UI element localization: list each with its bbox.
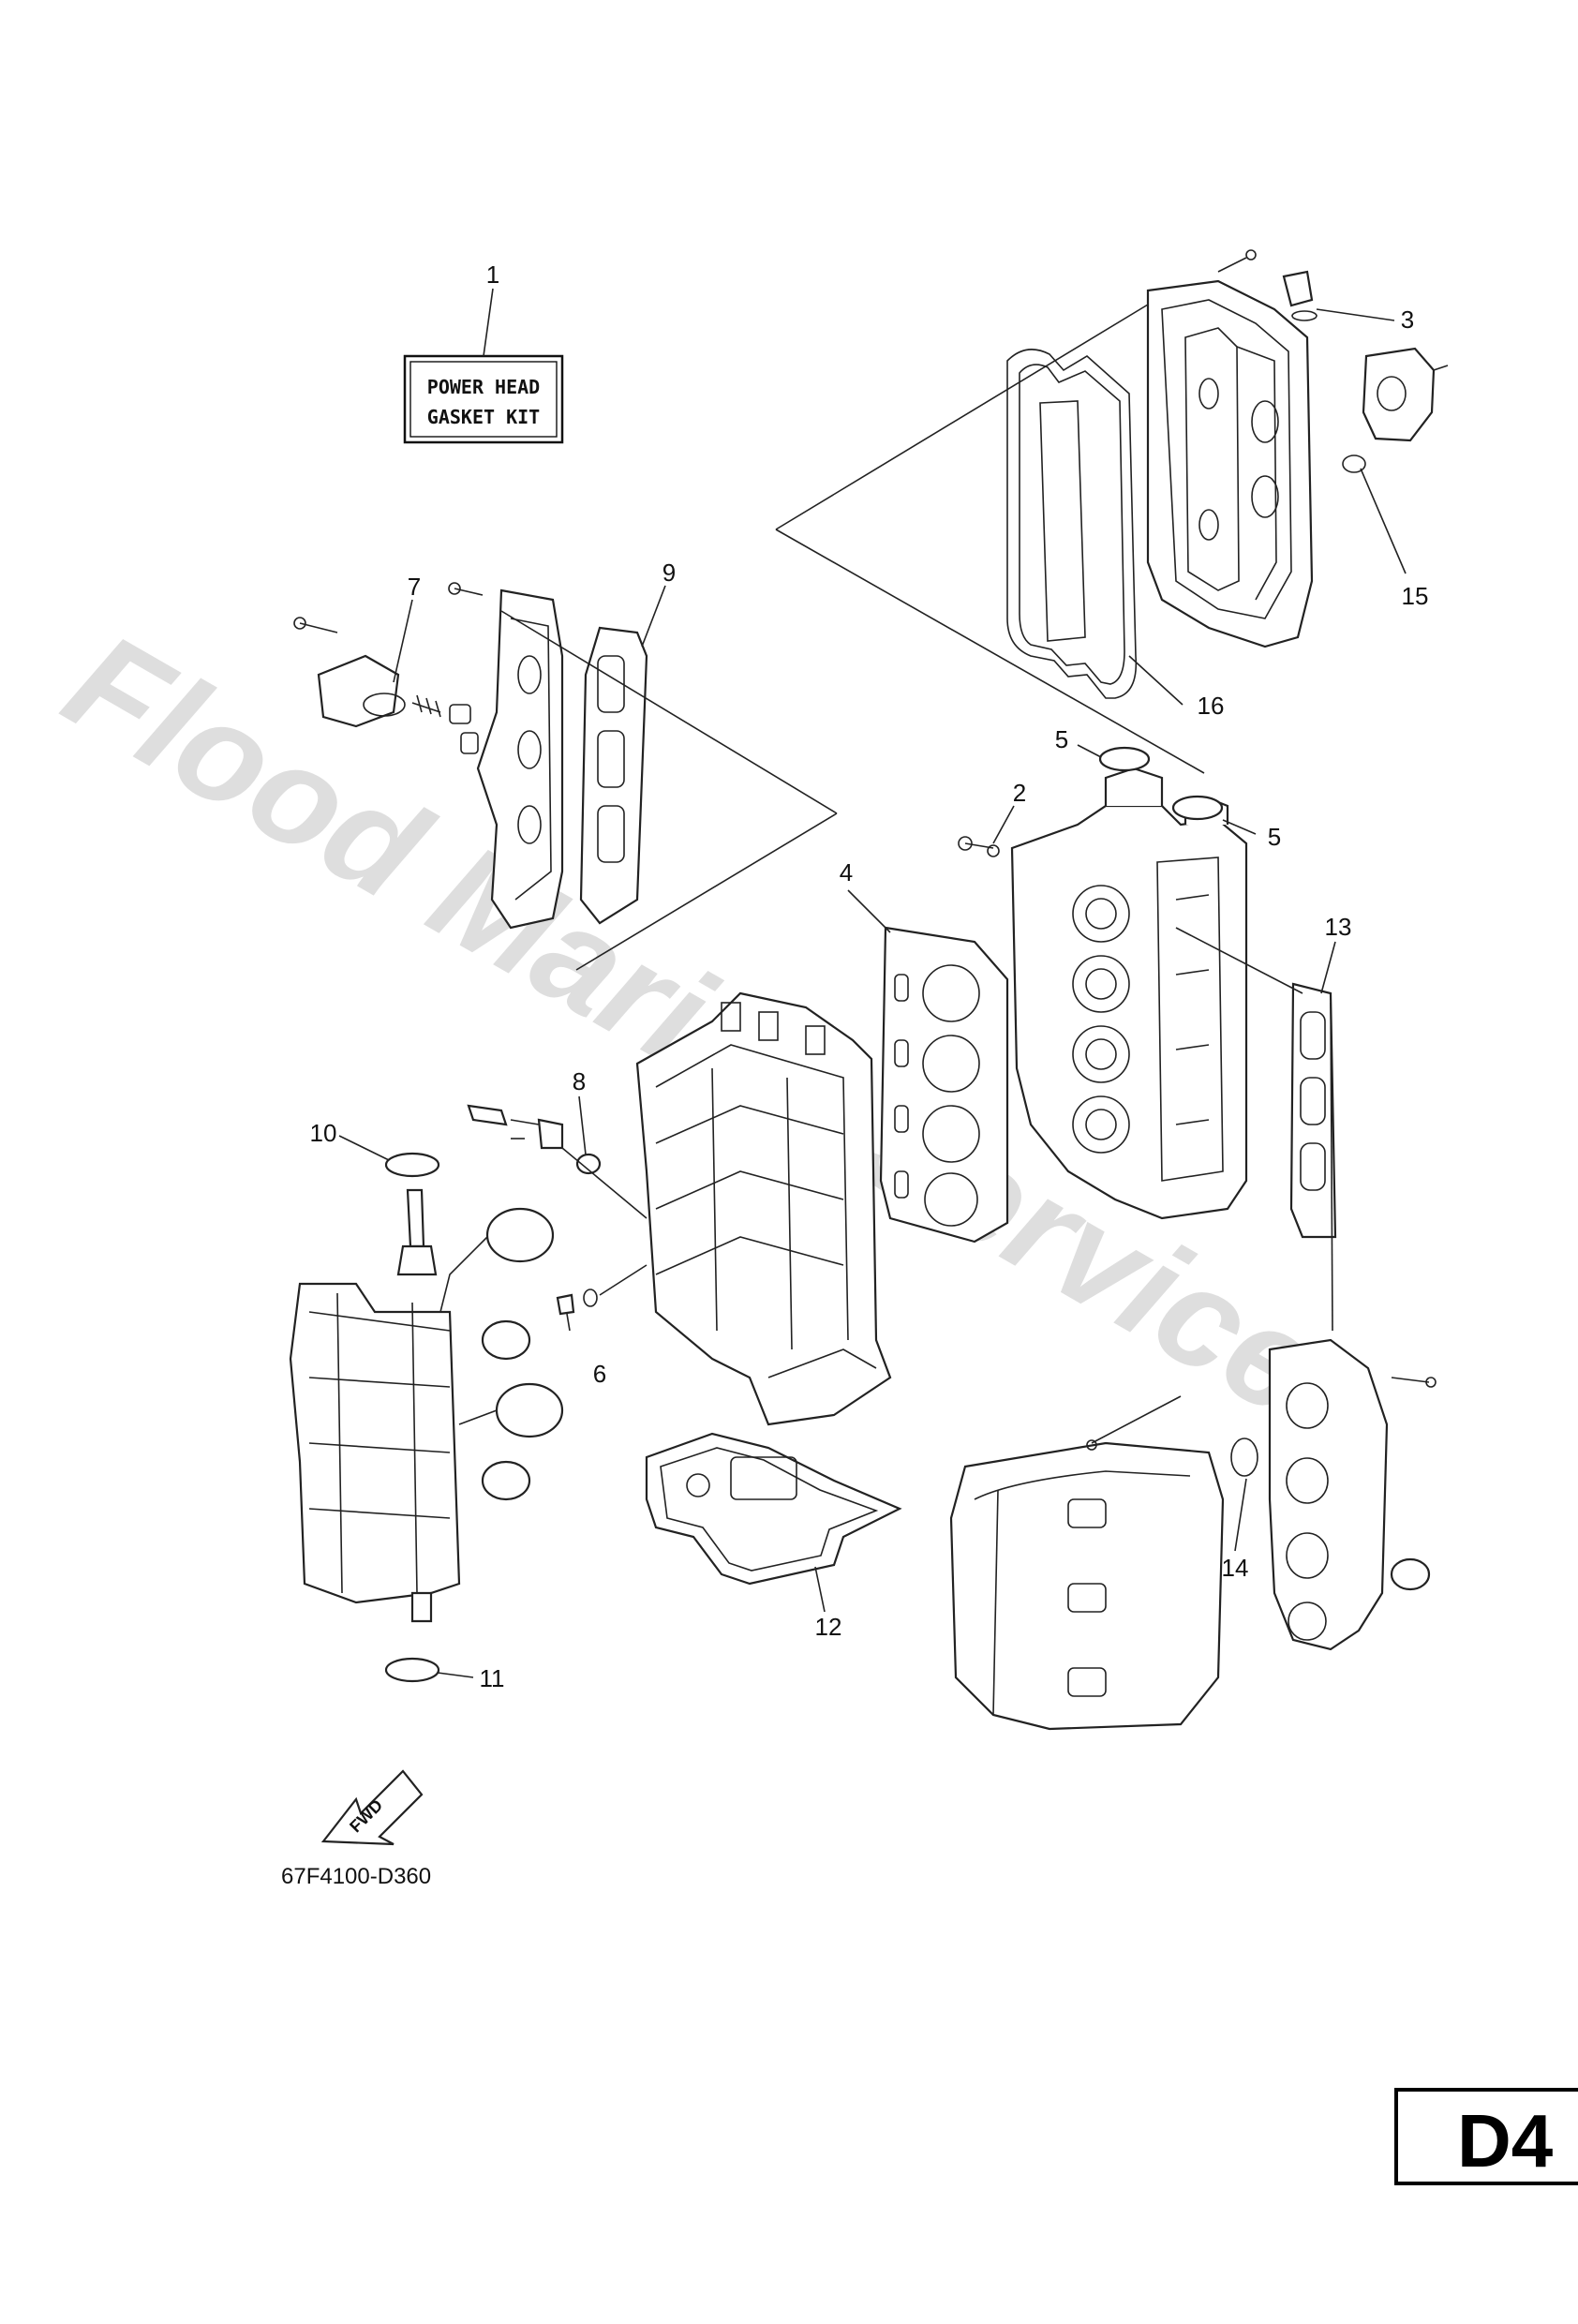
callout-10: 10 (310, 1119, 337, 1147)
callout-12: 12 (815, 1613, 842, 1641)
fuel-pump-unit (1342, 347, 1449, 473)
callout-14: 14 (1222, 1554, 1249, 1582)
forward-direction-arrow: FWD (320, 1769, 424, 1846)
kit-box-line1: POWER HEAD (427, 376, 540, 398)
callout-2: 2 (1013, 779, 1026, 807)
drain-bolt (556, 1264, 648, 1332)
intake-o-ring (1230, 1438, 1258, 1477)
drawing-code: 67F4100-D360 (281, 1864, 431, 1889)
callout-9: 9 (662, 559, 676, 587)
exhaust-cover-gasket (579, 626, 648, 925)
oil-filler-cap (1282, 270, 1317, 321)
gasket-kit-box: POWER HEAD GASKET KIT (403, 288, 564, 444)
callout-13: 13 (1325, 913, 1352, 941)
thermostat-cover (293, 617, 479, 754)
callout-5-upper: 5 (1055, 725, 1068, 753)
callout-16: 16 (1198, 692, 1225, 720)
head-cover-gasket (1006, 349, 1138, 699)
kit-box-line2: GASKET KIT (427, 406, 540, 428)
page-id-box: D4 (1394, 2088, 1578, 2185)
crankshaft-assembly (289, 1188, 564, 1623)
callout-8: 8 (573, 1067, 586, 1095)
crankcase-gasket (645, 1432, 902, 1586)
callout-3: 3 (1401, 305, 1414, 334)
cylinder-head-cover (1146, 249, 1314, 648)
callout-11: 11 (480, 1664, 505, 1692)
page-id: D4 (1457, 2099, 1554, 2182)
intake-manifold-cover (949, 1395, 1225, 1731)
callout-6: 6 (593, 1360, 606, 1388)
exhaust-cover (448, 582, 564, 930)
oil-seal-upper (1098, 746, 1151, 772)
cylinder-head-gasket (879, 926, 1009, 1244)
crankshaft-oil-seal-lower (384, 1657, 440, 1683)
exhaust-manifold-gasket (1289, 982, 1337, 1239)
oil-seal-lower (1171, 795, 1224, 821)
temperature-sensor (467, 1104, 648, 1219)
cylinder-block (635, 991, 892, 1426)
callout-15: 15 (1402, 582, 1429, 610)
crankshaft-oil-seal-upper (384, 1152, 440, 1178)
callout-4: 4 (840, 858, 853, 886)
callout-1: 1 (486, 261, 499, 289)
callout-7: 7 (408, 573, 421, 601)
intake-manifold (1268, 1338, 1437, 1651)
callout-5-lower: 5 (1268, 823, 1281, 851)
